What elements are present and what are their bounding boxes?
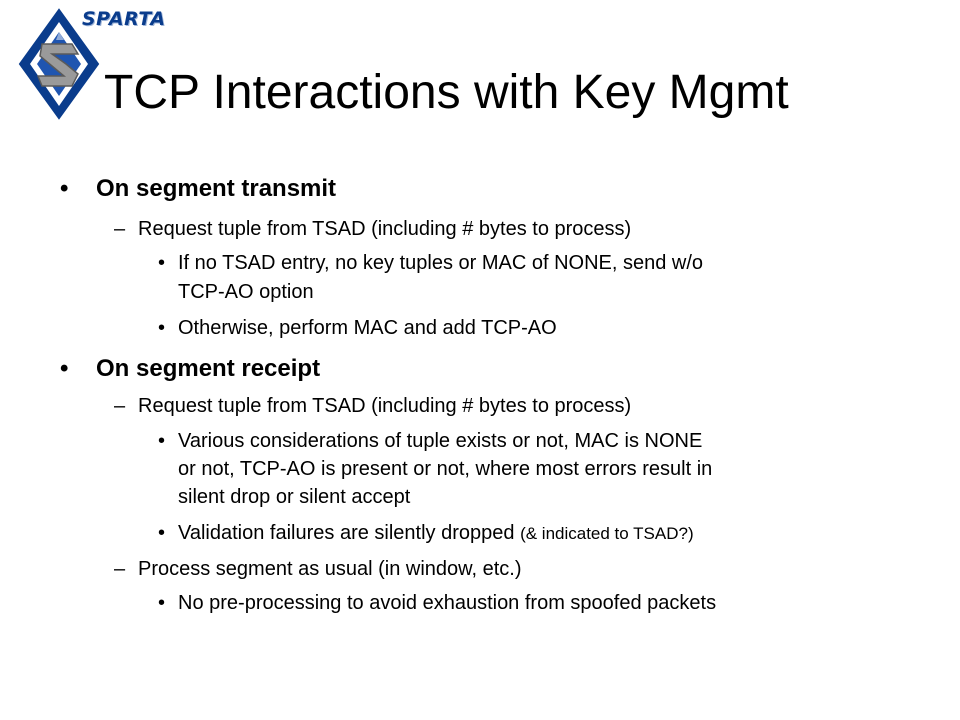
- sparta-logo-icon: [18, 8, 100, 120]
- receipt-no-preprocess-text: No pre-processing to avoid exhaustion fr…: [178, 592, 717, 614]
- level3-bullet: •: [158, 522, 166, 544]
- level2-dash: –: [114, 395, 126, 417]
- transmit-no-entry-line1: If no TSAD entry, no key tuples or MAC o…: [178, 252, 704, 274]
- validation-main: Validation failures are silently dropped: [178, 522, 515, 544]
- level2-dash: –: [114, 558, 126, 580]
- slide-title: TCP Interactions with Key Mgmt: [104, 66, 789, 119]
- receipt-various-line3: silent drop or silent accept: [178, 486, 411, 508]
- level3-bullet: •: [158, 317, 166, 339]
- transmit-otherwise-text: Otherwise, perform MAC and add TCP-AO: [178, 317, 557, 339]
- logo-wordmark: SPARTA: [82, 8, 166, 30]
- level3-bullet: •: [158, 592, 166, 614]
- validation-note: (& indicated to TSAD?): [520, 524, 694, 543]
- level1-bullet: •: [60, 175, 69, 202]
- level3-bullet: •: [158, 252, 166, 274]
- receipt-request-text: Request tuple from TSAD (including # byt…: [138, 395, 632, 417]
- level3-bullet: •: [158, 430, 166, 452]
- level2-dash: –: [114, 218, 126, 240]
- receipt-various-line2: or not, TCP-AO is present or not, where …: [178, 458, 713, 480]
- transmit-no-entry-line2: TCP-AO option: [178, 281, 314, 303]
- transmit-heading: On segment transmit: [96, 175, 337, 202]
- level1-bullet: •: [60, 355, 69, 382]
- receipt-heading: On segment receipt: [96, 355, 321, 382]
- sparta-logo: SPARTA: [12, 2, 165, 132]
- receipt-validation-text: Validation failures are silently dropped…: [178, 521, 694, 546]
- receipt-various-line1: Various considerations of tuple exists o…: [178, 430, 703, 452]
- receipt-process-text: Process segment as usual (in window, etc…: [138, 558, 522, 580]
- transmit-request-text: Request tuple from TSAD (including # byt…: [138, 218, 632, 240]
